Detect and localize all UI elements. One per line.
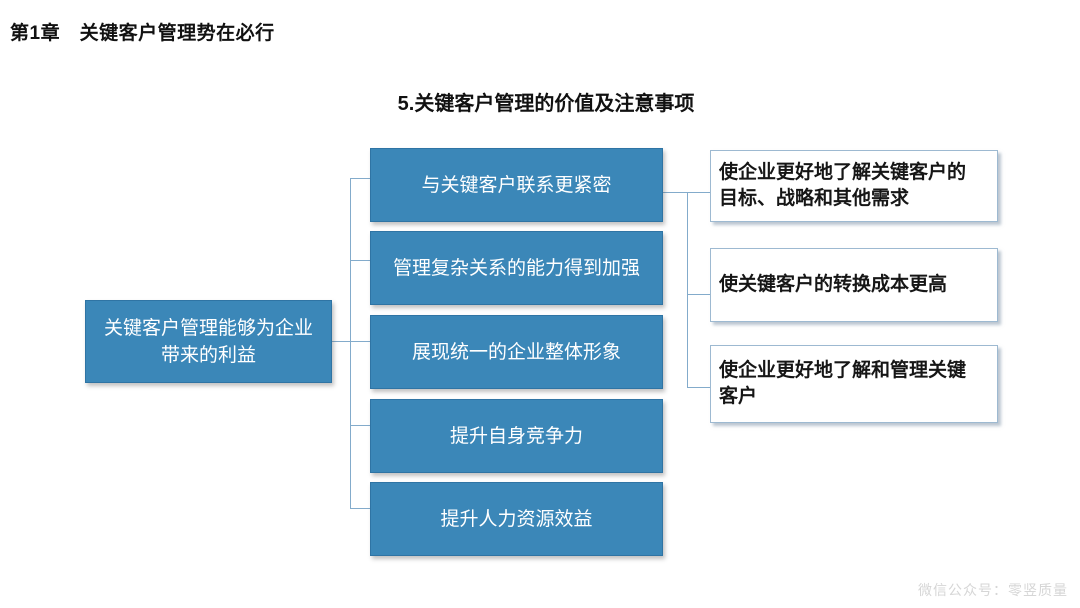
detail-node-2: 使关键客户的转换成本更高 xyxy=(710,248,998,322)
benefit-node-4: 提升自身竞争力 xyxy=(370,399,663,473)
slide-title: 5.关键客户管理的价值及注意事项 xyxy=(397,93,695,115)
connector-left-trunk xyxy=(350,178,351,509)
detail-node-1: 使企业更好地了解关键客户的目标、战略和其他需求 xyxy=(710,150,998,222)
chapter-title: 第1章 关键客户管理势在必行 xyxy=(10,23,275,44)
benefit-node-1: 与关键客户联系更紧密 xyxy=(370,148,663,222)
connector-detail-1 xyxy=(663,192,710,193)
connector-benefit-5 xyxy=(350,508,370,509)
root-node: 关键客户管理能够为企业带来的利益 xyxy=(85,300,332,383)
connector-detail-3 xyxy=(687,387,710,388)
benefit-node-5: 提升人力资源效益 xyxy=(370,482,663,556)
connector-right-trunk xyxy=(687,192,688,388)
benefit-node-2: 管理复杂关系的能力得到加强 xyxy=(370,231,663,305)
connector-benefit-4 xyxy=(350,425,370,426)
connector-benefit-1 xyxy=(350,178,370,179)
connector-detail-2 xyxy=(687,294,710,295)
connector-benefit-2 xyxy=(350,260,370,261)
watermark: 微信公众号：零竖质量 xyxy=(918,582,1068,598)
connector-root-branch xyxy=(332,341,370,342)
benefit-node-3: 展现统一的企业整体形象 xyxy=(370,315,663,389)
detail-node-3: 使企业更好地了解和管理关键客户 xyxy=(710,345,998,423)
